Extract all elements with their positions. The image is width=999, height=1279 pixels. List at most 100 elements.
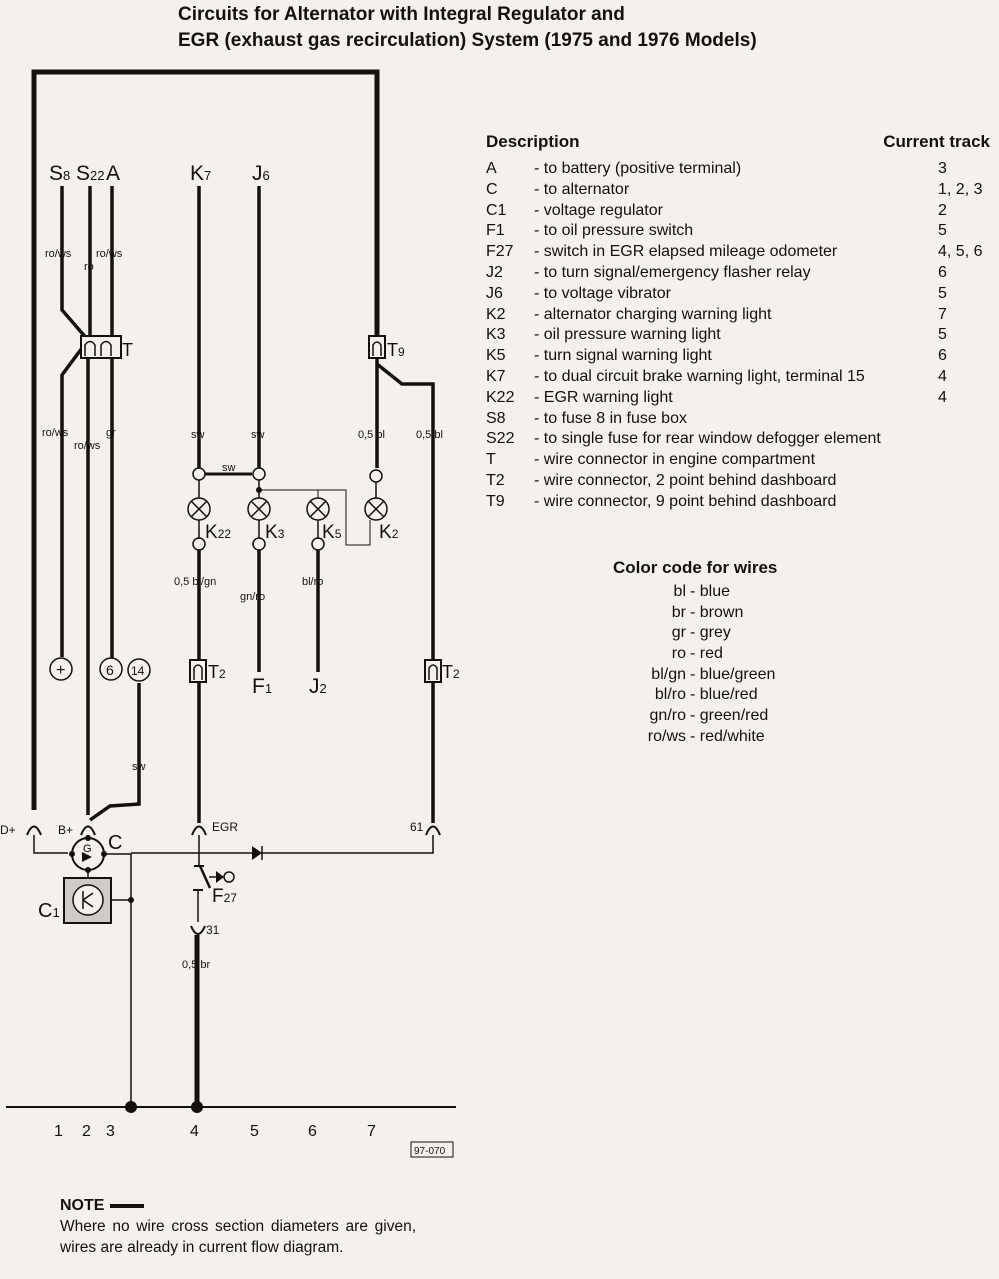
lamp-k2 xyxy=(364,497,388,521)
color-abbr: gn/ro xyxy=(649,707,686,725)
description-code: C xyxy=(486,180,498,198)
color-name: - red xyxy=(690,645,723,663)
note-title-text: NOTE xyxy=(60,1197,105,1214)
color-code-row: bl- blue xyxy=(612,582,872,603)
wire-label-bl-b: 0,5 bl xyxy=(416,429,443,441)
color-code-row: gn/ro- green/red xyxy=(612,706,872,727)
description-text: - wire connector, 9 point behind dashboa… xyxy=(534,492,837,510)
figure-code: 97-070 xyxy=(414,1146,446,1157)
description-row: K3 - oil pressure warning light 5 xyxy=(486,325,990,346)
regulator-c1 xyxy=(63,877,112,924)
wire-alt-to-ground xyxy=(104,853,132,1106)
description-row: F1 - to oil pressure switch 5 xyxy=(486,221,990,242)
description-code: T2 xyxy=(486,471,505,489)
description-code: C1 xyxy=(486,201,507,219)
description-code: A xyxy=(486,160,497,177)
description-code: F1 xyxy=(486,222,505,240)
description-track: 1, 2, 3 xyxy=(938,180,983,198)
node-k3-bottom xyxy=(252,537,266,551)
description-text: - oil pressure warning light xyxy=(534,326,721,344)
description-row: J2- to turn signal/emergency flasher rel… xyxy=(486,263,990,284)
color-code-row: ro- red xyxy=(612,644,872,665)
label-j2: J2 xyxy=(309,675,327,698)
description-text: - to voltage vibrator xyxy=(534,284,671,302)
lamp-k5 xyxy=(306,497,330,521)
description-track: 6 xyxy=(938,347,947,365)
description-track: 5 xyxy=(938,326,947,344)
description-track: 4 xyxy=(938,388,947,406)
color-abbr: bl/gn xyxy=(651,665,686,683)
wire-label-gn-ro: gn/ro xyxy=(240,591,265,603)
title-line-1: Circuits for Alternator with Integral Re… xyxy=(178,4,625,25)
description-text: - to turn signal/emergency flasher relay xyxy=(534,263,811,281)
wire-label-sw-j6: sw xyxy=(251,429,265,441)
description-row: S8- to fuse 8 in fuse box xyxy=(486,409,990,430)
color-abbr: gr xyxy=(671,624,686,642)
wire-t9-61 xyxy=(375,362,435,660)
label-c: C xyxy=(108,832,122,854)
description-track: 6 xyxy=(938,263,947,281)
label-f1: F1 xyxy=(252,675,272,698)
track-2: 2 xyxy=(82,1123,91,1140)
connector-t2-left xyxy=(189,659,207,683)
description-track: 4, 5, 6 xyxy=(938,243,983,261)
description-row: C - to alternator 1, 2, 3 xyxy=(486,180,990,201)
color-code-row: bl/gn- blue/green xyxy=(612,665,872,686)
terminal-14 xyxy=(127,658,151,682)
node-k2-top xyxy=(369,469,383,483)
color-code-row: br- brown xyxy=(612,603,872,624)
lamp-k22 xyxy=(187,497,211,521)
description-text: - to battery (positive terminal) xyxy=(534,160,742,177)
track-6: 6 xyxy=(308,1123,317,1140)
label-k5: K5 xyxy=(322,522,342,543)
description-code: K7 xyxy=(486,367,506,385)
label-k22: K22 xyxy=(205,522,231,543)
node-k5-bottom xyxy=(311,537,325,551)
track-3: 3 xyxy=(106,1123,115,1140)
description-track: 7 xyxy=(938,305,947,323)
description-text: - switch in EGR elapsed mileage odometer xyxy=(534,243,838,261)
color-code-row: bl/ro- blue/red xyxy=(612,685,872,706)
title-line-2: EGR (exhaust gas recirculation) System (… xyxy=(178,30,757,51)
track-7: 7 xyxy=(367,1123,376,1140)
wire-outer-loop xyxy=(31,69,380,810)
node-k3-top xyxy=(252,467,266,481)
label-f27: F27 xyxy=(212,886,237,907)
description-track: 2 xyxy=(938,201,947,219)
wire-61-egr xyxy=(131,835,434,854)
description-code: K2 xyxy=(486,305,506,323)
track-5: 5 xyxy=(250,1123,259,1140)
terminal-plus xyxy=(49,657,73,681)
description-text: - to alternator xyxy=(534,180,630,198)
terminal-d-plus-label: D+ xyxy=(0,823,16,837)
description-code: K5 xyxy=(486,347,506,365)
description-code: K3 xyxy=(486,326,506,344)
terminal-g-label: G xyxy=(83,843,92,855)
color-abbr: ro/ws xyxy=(647,727,686,745)
note-title-bar xyxy=(110,1203,145,1208)
description-code: S22 xyxy=(486,430,515,448)
wire-label-ro-ws-1: ro/ws xyxy=(45,248,72,260)
ground-junction-4 xyxy=(191,1101,203,1113)
description-header: Description Current track xyxy=(486,132,990,154)
description-row: T- wire connector in engine compartment xyxy=(486,450,990,471)
diode-egr xyxy=(252,846,262,860)
color-abbr: bl/ro xyxy=(654,686,686,704)
description-text: - to oil pressure switch xyxy=(534,222,694,240)
color-code-row: gr- grey xyxy=(612,623,872,644)
description-text: - to dual circuit brake warning light, t… xyxy=(534,367,865,385)
wire-label-sw-k7: sw xyxy=(191,429,205,441)
description-track: 5 xyxy=(938,222,947,240)
wire-k3-k5-k2-link xyxy=(259,489,371,546)
track-4: 4 xyxy=(190,1123,199,1140)
description-code: J6 xyxy=(486,284,503,302)
connector-t xyxy=(80,335,122,359)
wire-s22 xyxy=(86,186,92,815)
wire-14 xyxy=(88,683,141,822)
figure-code-box xyxy=(410,1141,454,1158)
track-1: 1 xyxy=(54,1123,63,1140)
